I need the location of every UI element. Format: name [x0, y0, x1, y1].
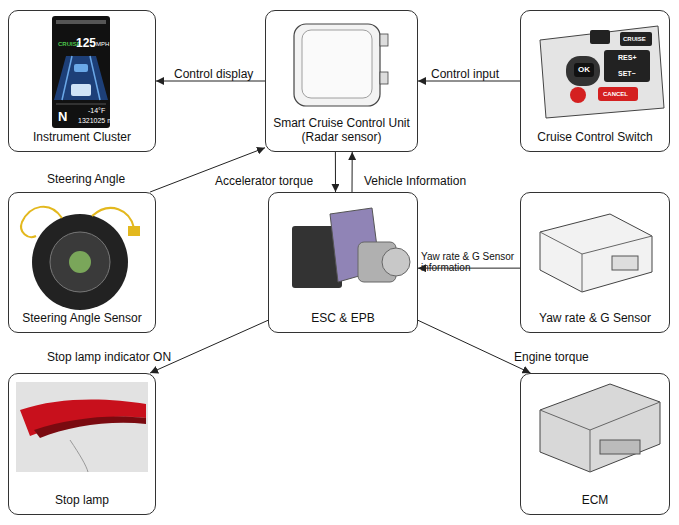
- signal-arrow: [418, 268, 520, 269]
- component-name: Stop lamp: [55, 493, 109, 507]
- signal-arrow: [156, 81, 265, 82]
- signal-label: Stop lamp indicator ON: [47, 350, 171, 364]
- component-name: ECM: [582, 493, 609, 507]
- signal-label: Engine torque: [514, 350, 589, 364]
- panel-label: 1321025 mi: [78, 117, 115, 124]
- lane-road: [54, 56, 108, 100]
- signal-arrow: [418, 320, 531, 373]
- steering-sensor: [21, 207, 140, 310]
- cluster-screen: [52, 16, 110, 128]
- stop-lamp-photo: [16, 382, 148, 472]
- car-body: [16, 382, 148, 472]
- signal-arrow: [335, 152, 336, 192]
- panel-label: 125: [76, 37, 96, 49]
- component-name: Instrument Cluster: [33, 130, 131, 144]
- component-box: Steering Angle Sensor: [8, 192, 156, 333]
- panel-line: [70, 440, 88, 472]
- ecm-edge: [540, 402, 660, 430]
- component-box: Stop lamp: [8, 373, 156, 515]
- radar-sensor: [294, 24, 388, 106]
- component-name: ESC & EPB: [311, 311, 374, 325]
- panel-label: RES+: [618, 54, 636, 61]
- component-box: ECM: [520, 373, 670, 515]
- switch-red-button: [570, 87, 586, 103]
- signal-label: Vehicle Information: [364, 174, 466, 188]
- sensor-connector: [128, 226, 140, 236]
- sensor-wire: [21, 207, 62, 237]
- lane-line: [62, 56, 72, 100]
- switch-cancel: [598, 87, 638, 101]
- lane-line: [90, 56, 100, 100]
- lamp-shadow: [34, 417, 146, 439]
- radar-face: [302, 30, 372, 98]
- panel-label: CRUISE: [623, 36, 646, 42]
- sensor-ring: [50, 232, 110, 292]
- switch-ok: [574, 63, 594, 77]
- signal-label: Yaw rate & G Sensor information: [421, 251, 519, 273]
- switch-button: [620, 32, 652, 46]
- signal-label: Accelerator torque: [215, 174, 313, 188]
- panel-label: OK: [578, 66, 590, 74]
- sensor-body: [32, 214, 128, 310]
- signal-label: Control input: [431, 67, 499, 81]
- component-box: Instrument Cluster: [8, 10, 156, 152]
- lead-car: [74, 64, 88, 72]
- panel-label: MPH: [96, 41, 109, 47]
- screen-frame: [52, 16, 110, 128]
- component-name: Steering Angle Sensor: [22, 311, 141, 325]
- yaw-connector: [612, 256, 638, 270]
- esc-unit: [292, 208, 410, 288]
- component-box: Cruise Control Switch: [520, 10, 670, 152]
- component-name: Cruise Control Switch: [537, 130, 652, 144]
- cruise-switch: [540, 26, 664, 118]
- status-icons: [56, 20, 106, 24]
- switch-panel: [540, 26, 664, 118]
- signal-label: Control display: [174, 67, 253, 81]
- esc-cylinder-end: [382, 248, 410, 276]
- switch-rocker: [604, 50, 650, 82]
- panel-label: N: [58, 110, 67, 123]
- switch-dial: [566, 56, 600, 86]
- ecm-housing: [540, 384, 660, 472]
- ecm-unit: [540, 384, 660, 472]
- yaw-housing: [540, 214, 652, 292]
- signal-arrow: [418, 81, 520, 82]
- panel-label: CANCEL: [603, 91, 628, 97]
- signal-arrow: [150, 320, 268, 373]
- radar-clip: [380, 34, 388, 46]
- sensor-hub: [69, 251, 91, 273]
- yaw-sensor: [540, 214, 652, 292]
- yaw-edge: [582, 254, 583, 292]
- radar-clip: [380, 72, 388, 84]
- component-box: Smart Cruise Control Unit (Radar sensor): [265, 10, 418, 152]
- component-box: ESC & EPB: [268, 192, 418, 333]
- ecm-edge: [590, 430, 591, 472]
- signal-arrow: [352, 152, 353, 192]
- sensor-wire: [92, 208, 134, 228]
- ecm-connector: [600, 440, 640, 454]
- signal-arrow: [150, 148, 265, 192]
- own-car: [71, 84, 91, 96]
- switch-button: [590, 30, 610, 44]
- panel-label: -14°F: [88, 107, 105, 114]
- signal-label: Steering Angle: [47, 172, 125, 186]
- yaw-edge: [540, 232, 652, 254]
- component-name: Smart Cruise Control Unit (Radar sensor): [270, 116, 413, 144]
- panel-label: SET−: [618, 70, 636, 77]
- screen-divider: [56, 104, 106, 105]
- component-name: Yaw rate & G Sensor: [539, 311, 651, 325]
- radar-housing: [294, 24, 380, 106]
- component-box: Yaw rate & G Sensor: [520, 192, 670, 333]
